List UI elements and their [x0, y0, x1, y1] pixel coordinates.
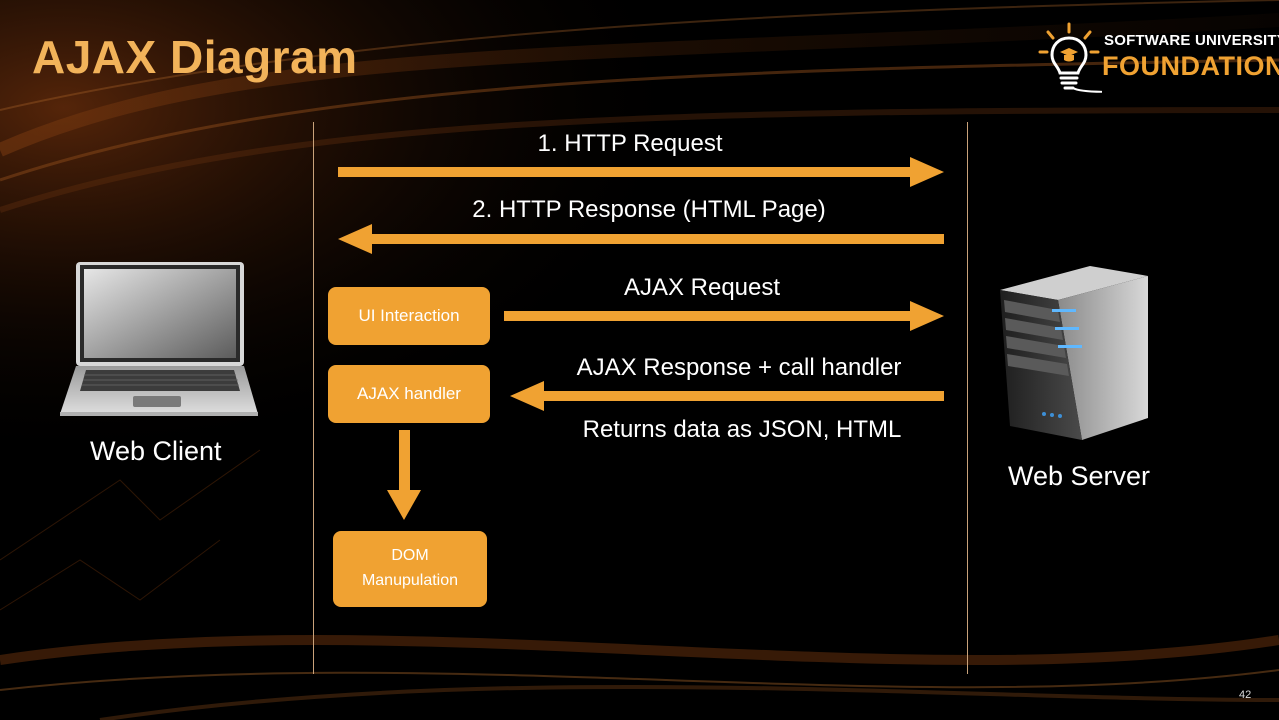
ajax-response-arrow: [510, 381, 944, 411]
web-server-label: Web Server: [1008, 461, 1151, 491]
ajax-handler-label: AJAX handler: [357, 383, 461, 403]
returns-data-label: Returns data as JSON, HTML: [582, 416, 902, 443]
ui-interaction-label: UI Interaction: [358, 305, 460, 325]
ajax-response-label: AJAX Response + call handler: [576, 354, 902, 381]
ajax-request-label: AJAX Request: [623, 274, 781, 301]
dom-manipulation-box: DOM Manupulation: [333, 531, 487, 607]
slide-title: AJAX Diagram: [32, 31, 358, 83]
logo-text-foundation: FOUNDATION: [1102, 51, 1279, 81]
http-request-label: 1. HTTP Request: [537, 130, 723, 157]
http-request-arrow: [338, 157, 944, 187]
dom-label-line2: Manupulation: [361, 572, 459, 589]
server-lifeline: [967, 122, 968, 674]
page-number: 42: [1239, 689, 1252, 701]
ajax-handler-box: AJAX handler: [328, 365, 490, 423]
handler-to-dom-arrow: [387, 430, 421, 520]
ajax-request-arrow: [504, 301, 944, 331]
logo-text-software-university: SOFTWARE UNIVERSITY: [1104, 32, 1279, 49]
http-response-arrow: [338, 224, 944, 254]
http-response-label: 2. HTTP Response (HTML Page): [472, 196, 826, 223]
ui-interaction-box: UI Interaction: [328, 287, 490, 345]
web-client-label: Web Client: [90, 436, 222, 466]
dom-label-line1: DOM: [391, 547, 429, 565]
softuni-foundation-logo: SOFTWARE UNIVERSITY FOUNDATION: [1036, 18, 1279, 100]
lightbulb-icon: [1038, 22, 1102, 93]
client-lifeline: [313, 122, 314, 674]
